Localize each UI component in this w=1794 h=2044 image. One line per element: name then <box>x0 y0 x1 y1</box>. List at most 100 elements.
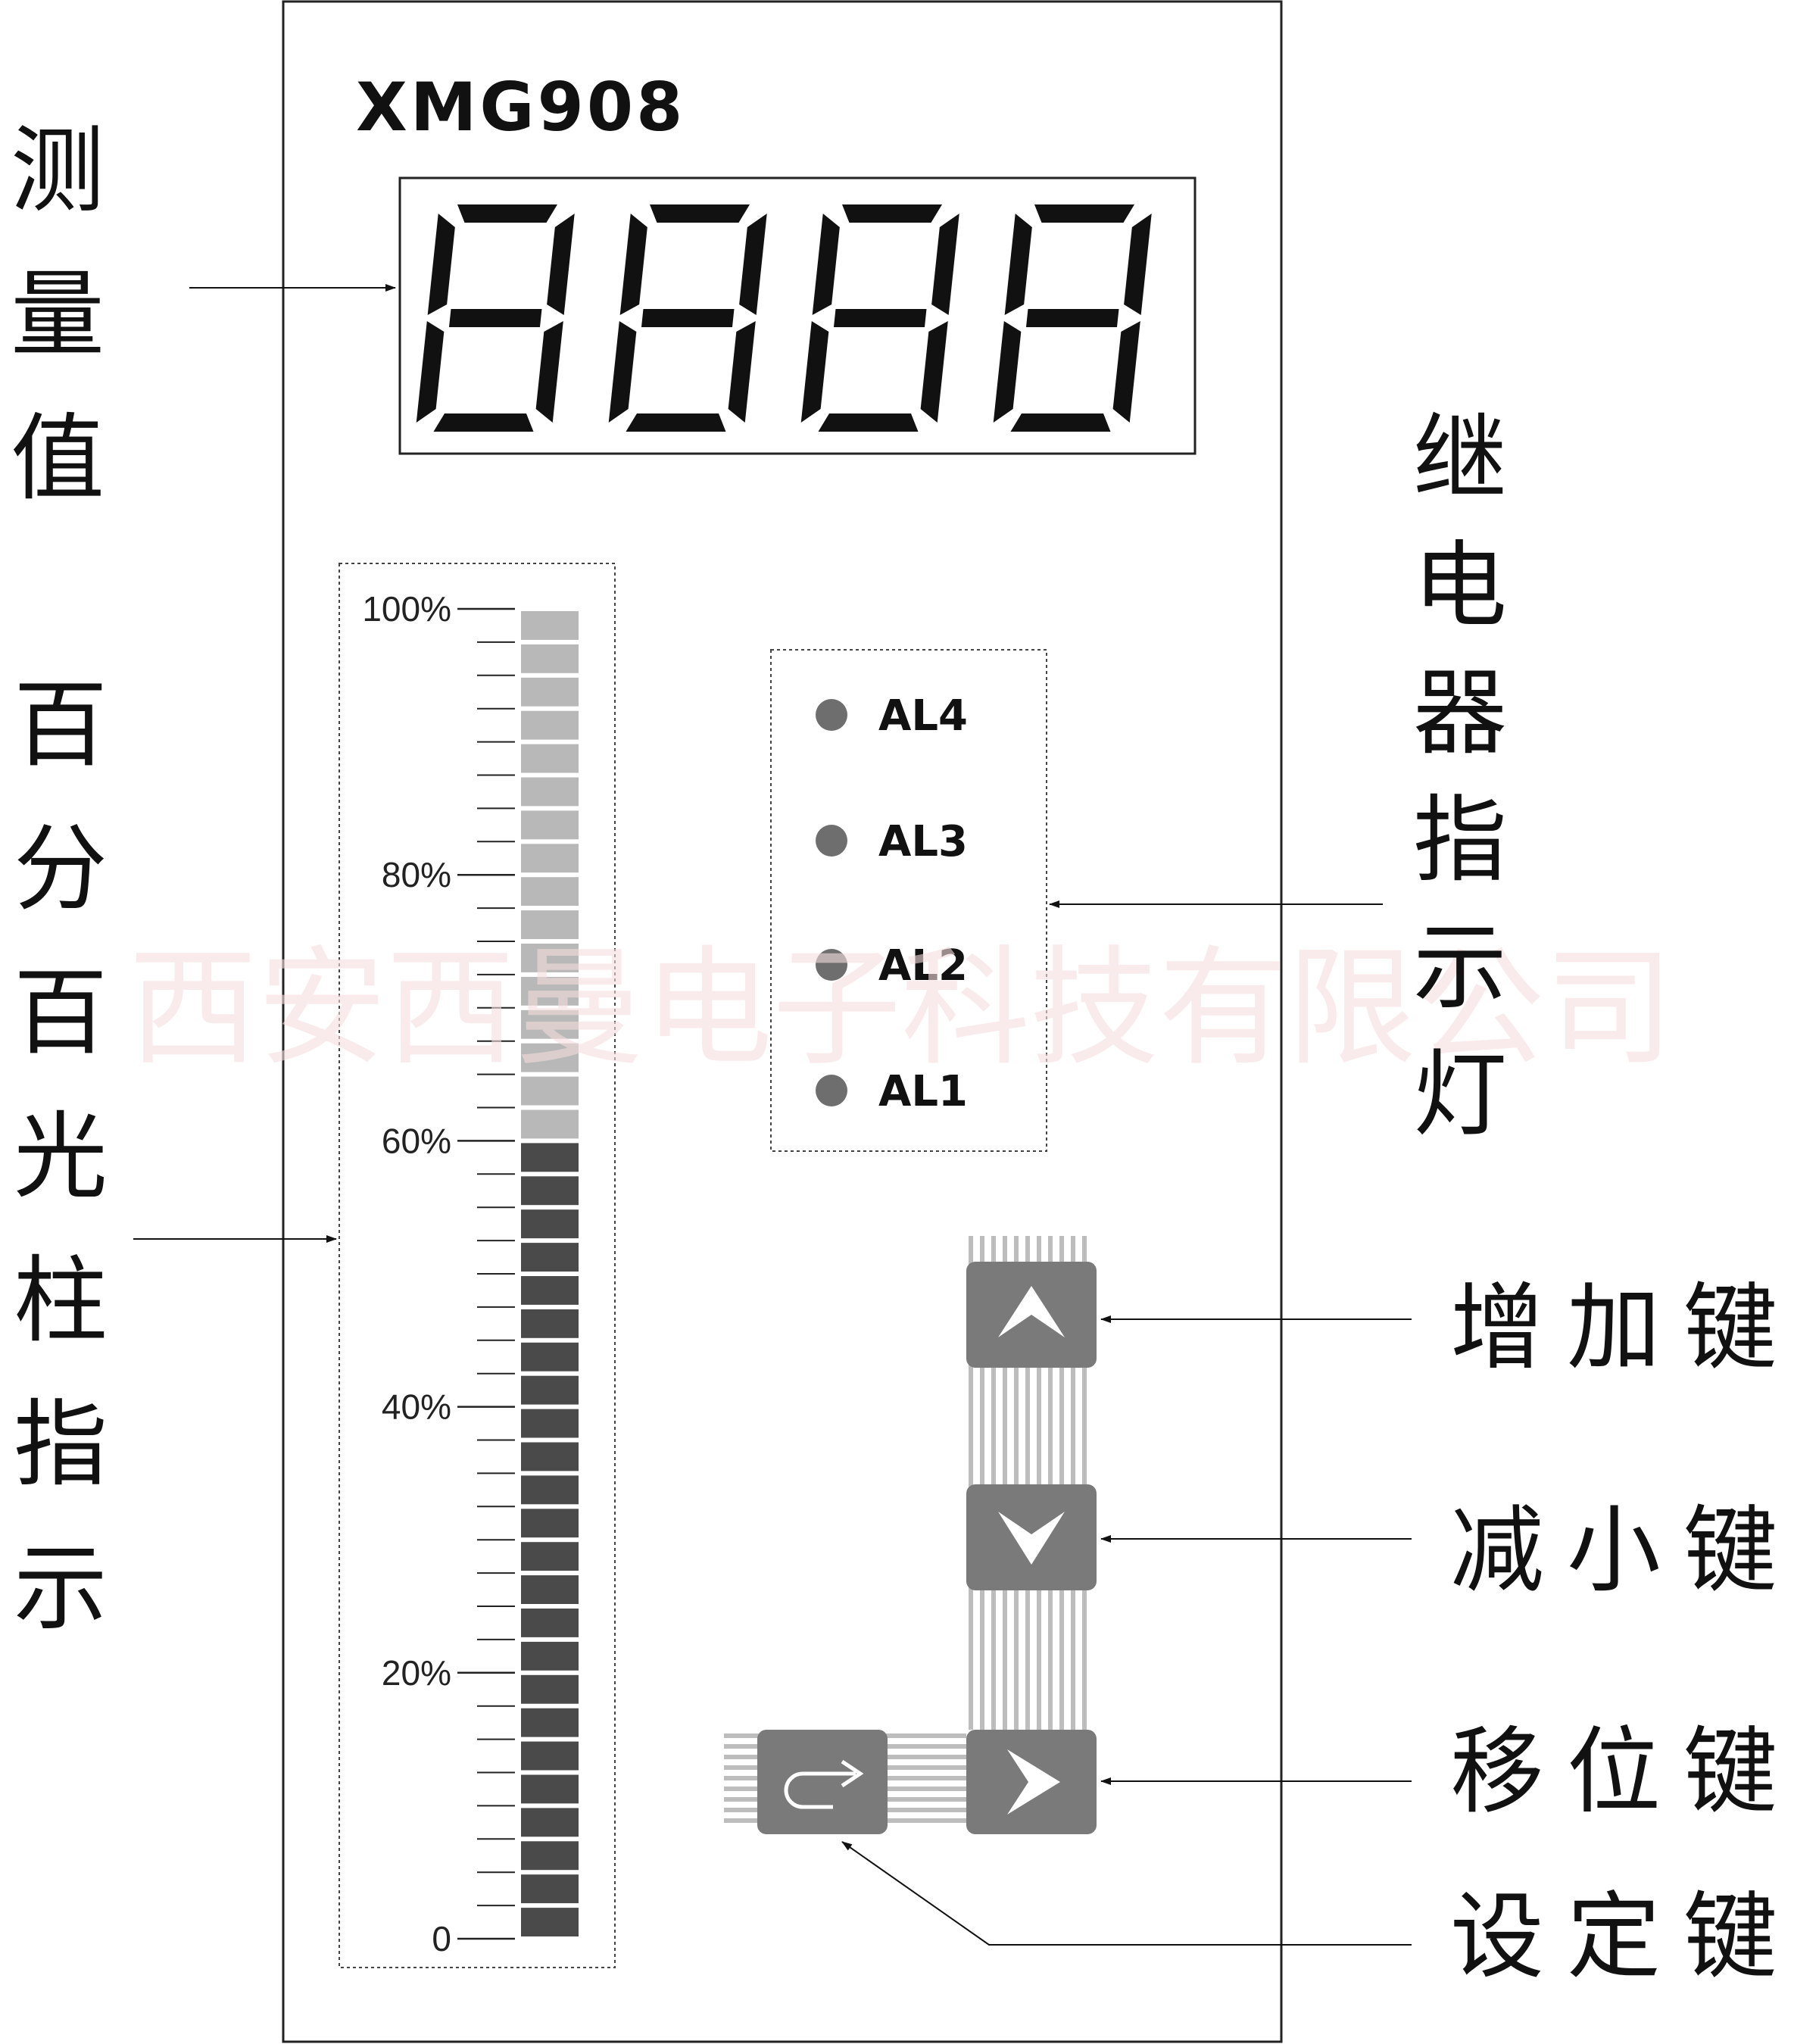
relay-indicator-al2: AL2 <box>816 941 968 991</box>
decrease-key[interactable] <box>966 1484 1097 1590</box>
bar-segment <box>521 1342 579 1372</box>
chevron-right-icon <box>1007 1749 1060 1815</box>
bar-segment <box>521 910 579 939</box>
bar-segment <box>521 744 579 773</box>
bar-tick-label: 0 <box>432 1919 451 1958</box>
arrow-set-key <box>841 1841 1412 1946</box>
label-increase-key: 增加键 <box>1450 1274 1794 1383</box>
display-segment <box>842 204 942 223</box>
display-digit <box>416 204 575 432</box>
return-arrow-icon <box>784 1759 864 1809</box>
bar-segment <box>521 1741 579 1771</box>
display-segment <box>1112 321 1140 423</box>
measured-value-display <box>398 176 1197 455</box>
bar-segment <box>521 1076 579 1106</box>
label-shift-key: 移位键 <box>1450 1718 1794 1827</box>
relay-label: AL2 <box>878 941 968 991</box>
display-segment <box>800 321 829 423</box>
bar-segment <box>521 1575 579 1604</box>
display-segment <box>448 309 542 327</box>
display-segment <box>818 413 919 432</box>
model-name: XMG908 <box>356 68 685 146</box>
display-segment <box>1025 309 1119 327</box>
label-char: 器 <box>1413 659 1507 768</box>
display-segment <box>619 214 647 315</box>
bar-segment <box>521 777 579 807</box>
bar-segment <box>521 710 579 740</box>
display-segment <box>931 214 959 315</box>
display-segment <box>641 309 735 327</box>
display-segment <box>1124 214 1152 315</box>
bar-segment <box>521 1808 579 1837</box>
display-segment <box>812 214 840 315</box>
label-char: 指 <box>14 1390 108 1499</box>
bar-segment <box>521 1609 579 1637</box>
display-segment <box>608 321 637 423</box>
display-digit <box>608 204 767 432</box>
label-char: 测 <box>11 117 105 226</box>
label-char: 分 <box>14 815 108 924</box>
bar-segment <box>521 1043 579 1072</box>
bar-segment <box>521 877 579 907</box>
relay-label: AL3 <box>878 817 968 866</box>
led-icon <box>816 949 847 981</box>
bar-segment <box>521 1641 579 1671</box>
increase-key[interactable] <box>966 1262 1097 1368</box>
display-digit <box>800 204 959 432</box>
bar-segment <box>521 1542 579 1571</box>
bar-segment <box>521 1841 579 1871</box>
label-char: 百 <box>14 671 108 780</box>
chevron-down-icon <box>998 1512 1065 1565</box>
label-char: 柱 <box>14 1247 108 1356</box>
bar-segment <box>521 1874 579 1904</box>
display-segment <box>739 214 767 315</box>
label-set-key: 设定键 <box>1450 1883 1794 1992</box>
shift-key[interactable] <box>966 1730 1097 1834</box>
bar-segment <box>521 1143 579 1172</box>
relay-indicator-al4: AL4 <box>816 691 968 741</box>
bar-tick-label: 20% <box>382 1653 451 1693</box>
display-segment <box>433 413 534 432</box>
display-digit <box>993 204 1152 432</box>
chevron-up-icon <box>998 1286 1065 1337</box>
display-segment <box>457 204 557 223</box>
display-segment <box>1034 204 1134 223</box>
label-char: 百 <box>14 959 108 1068</box>
led-icon <box>816 699 847 731</box>
label-char: 继 <box>1413 404 1507 513</box>
bar-segment <box>521 1708 579 1737</box>
label-char: 示 <box>14 1534 108 1643</box>
bar-segment <box>521 1010 579 1039</box>
bar-segment <box>521 1908 579 1936</box>
display-segment <box>728 321 756 423</box>
bar-segment <box>521 1309 579 1338</box>
relay-label: AL4 <box>878 691 968 741</box>
bar-segment <box>521 844 579 873</box>
bar-tick-label: 100% <box>362 589 451 629</box>
bar-segment <box>521 976 579 1006</box>
bar-segment <box>521 677 579 707</box>
set-key[interactable] <box>757 1730 888 1834</box>
relay-indicator-al1: AL1 <box>816 1067 968 1116</box>
bargraph-indicator: 100%80%60%40%20%0 <box>339 563 616 1968</box>
label-char: 光 <box>14 1103 108 1212</box>
bar-segment <box>521 1674 579 1704</box>
label-char: 电 <box>1413 532 1507 641</box>
watermark: 西安西曼电子科技有限公司 <box>129 934 1674 1084</box>
bar-segment <box>521 1176 579 1206</box>
bar-segment <box>521 944 579 972</box>
label-char: 量 <box>11 261 105 370</box>
display-segment <box>1010 413 1111 432</box>
display-segment <box>626 413 726 432</box>
display-segment <box>920 321 948 423</box>
bar-segment <box>521 1509 579 1538</box>
bar-segment <box>521 644 579 673</box>
bar-segment <box>521 1109 579 1139</box>
display-segment <box>833 309 927 327</box>
bar-segment <box>521 1209 579 1239</box>
bar-tick-label: 80% <box>382 855 451 894</box>
